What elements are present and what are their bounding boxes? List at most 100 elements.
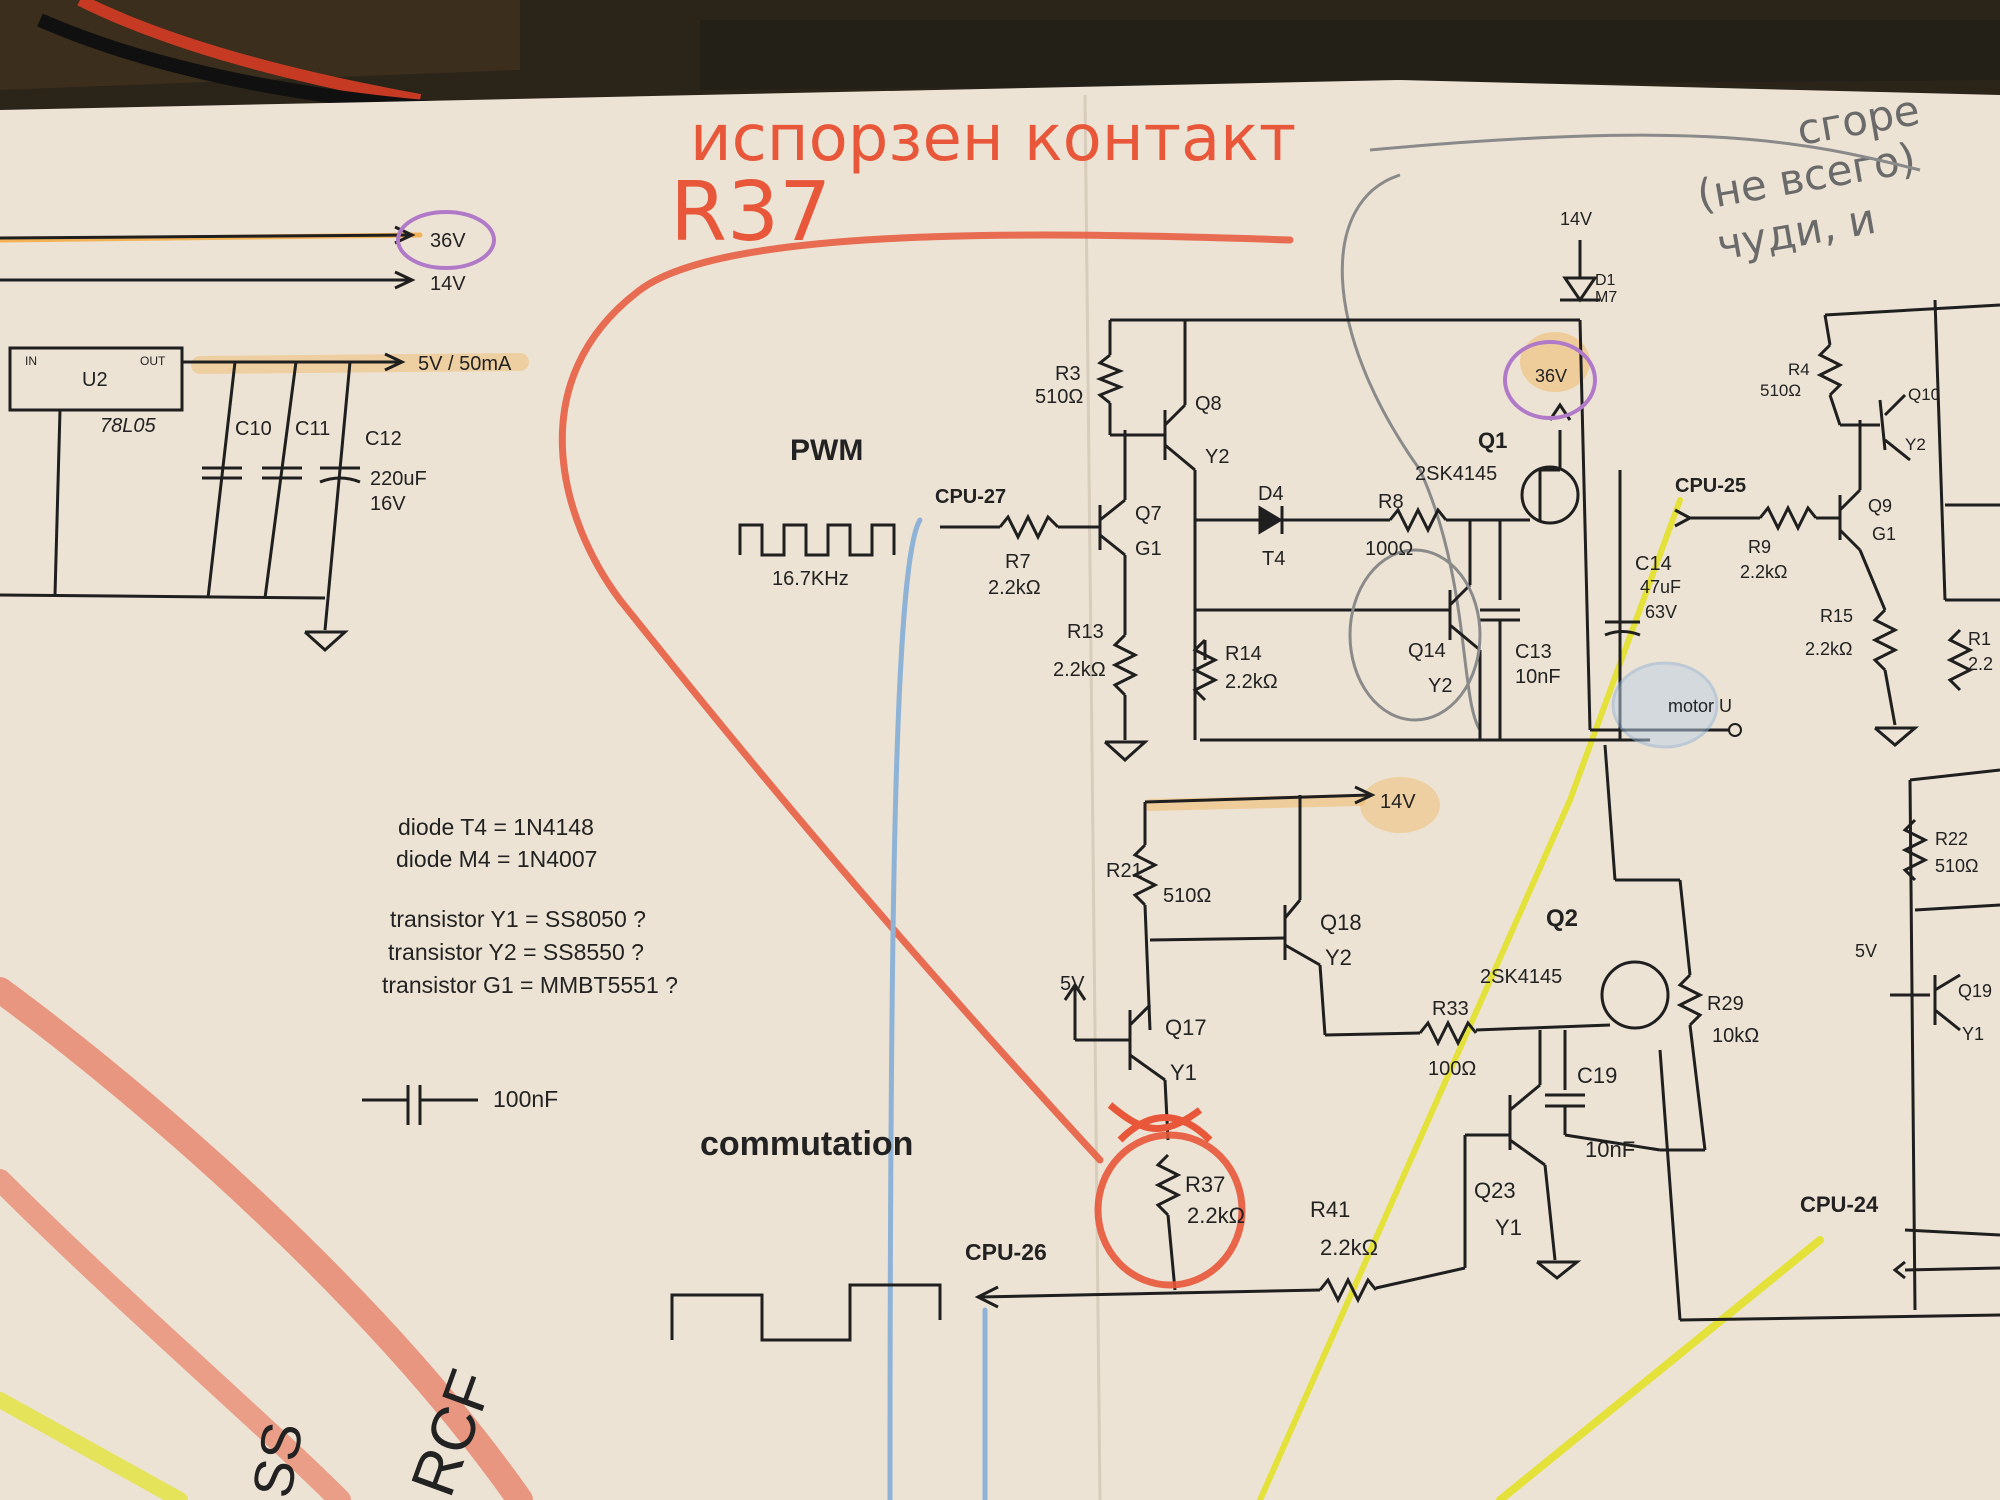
r3-label: R3 [1055, 363, 1081, 385]
r3-value: 510Ω [1035, 386, 1083, 408]
q17-label: Q17 [1165, 1015, 1207, 1040]
q1-part: 2SK4145 [1415, 463, 1497, 485]
r13-label: R13 [1067, 621, 1104, 643]
commutation-title: commutation [700, 1125, 913, 1163]
u2-in-pin: IN [25, 354, 37, 368]
q10-label: Q10 [1908, 385, 1940, 404]
q23-label: Q23 [1474, 1178, 1516, 1203]
c13-value: 10nF [1515, 666, 1561, 688]
c13-label: C13 [1515, 641, 1552, 663]
r41-value: 2.2kΩ [1320, 1235, 1378, 1260]
note-transistor-y1: transistor Y1 = SS8050 ? [390, 906, 646, 932]
r22-value: 510Ω [1935, 856, 1979, 876]
r21-value: 510Ω [1163, 885, 1211, 907]
red-circle-r37 [1094, 1131, 1246, 1289]
u2-label: U2 [82, 369, 108, 391]
cpu27-label: CPU-27 [935, 486, 1006, 508]
orange-14v-commutation [1144, 794, 1366, 811]
r29-label: R29 [1707, 993, 1744, 1015]
purple-circle-36v-q1 [1503, 340, 1597, 420]
paper-sheet [0, 80, 2000, 1500]
regulator-u2-box [8, 346, 184, 412]
red-wire [77, 0, 422, 106]
q2-part: 2SK4145 [1480, 966, 1562, 988]
r33-value: 100Ω [1428, 1058, 1476, 1080]
cap-legend-symbol [362, 1085, 478, 1125]
r8-label: R8 [1378, 491, 1404, 513]
q7-type: G1 [1135, 538, 1162, 560]
note-diode-t4: diode T4 = 1N4148 [398, 814, 594, 840]
q14-type: Y2 [1428, 675, 1452, 697]
rail-5v-label: 5V / 50mA [418, 353, 512, 375]
d4-label: D4 [1258, 483, 1284, 505]
red-pencil-margin-stroke [0, 977, 533, 1500]
q2-label: Q2 [1546, 905, 1578, 932]
note-transistor-g1: transistor G1 = MMBT5551 ? [382, 972, 678, 998]
pencil-curve-gray-2 [1340, 173, 1482, 731]
c10-label: C10 [235, 418, 272, 440]
c14-label: C14 [1635, 553, 1672, 575]
red-cross-r37 [1107, 1102, 1213, 1143]
margin-fragment-ss: SS [240, 1418, 315, 1500]
commutation-wires [974, 744, 2000, 1322]
yellow-pencil-margin [0, 1392, 188, 1500]
q10-type: Y2 [1905, 435, 1926, 454]
u2-out-pin: OUT [140, 354, 166, 368]
q8-type: Y2 [1205, 446, 1229, 468]
paper-fold [1083, 94, 1102, 1500]
cpu26-label: CPU-26 [965, 1239, 1047, 1265]
r15-value: 2.2kΩ [1805, 639, 1852, 659]
r14-value: 2.2kΩ [1225, 671, 1278, 693]
r7-value: 2.2kΩ [988, 577, 1041, 599]
q7-label: Q7 [1135, 503, 1162, 525]
blue-circle-motor [1611, 661, 1719, 749]
pencil-annotations [0, 231, 1824, 1500]
q9-label: Q9 [1868, 496, 1892, 516]
cap-legend-value: 100nF [493, 1086, 558, 1112]
r4-value: 510Ω [1760, 381, 1801, 400]
d1-label: D1 [1595, 272, 1616, 289]
yellow-pencil-trace [1257, 497, 1683, 1500]
purple-circle-36v [396, 210, 496, 270]
r16-label-partial: R1 [1968, 629, 1991, 649]
q2-mosfet-symbol [1600, 960, 1670, 1030]
yellow-pencil-trace-2 [1496, 1236, 1824, 1500]
red-pencil-route [558, 231, 1294, 1164]
motor-u-label: motor U [1668, 696, 1732, 716]
r7-label: R7 [1005, 551, 1031, 573]
pwm-title: PWM [790, 434, 863, 467]
cpu25-label: CPU-25 [1675, 475, 1746, 497]
rail-36v-q1: 36V [1535, 366, 1567, 386]
orange-14v-blob-2 [1360, 777, 1440, 833]
power-section [0, 225, 416, 653]
r29-value: 10kΩ [1712, 1025, 1759, 1047]
c12-value: 220uF [370, 468, 427, 490]
c19-label: C19 [1577, 1063, 1617, 1088]
q1-mosfet-symbol [1520, 465, 1580, 525]
r41-label: R41 [1310, 1197, 1350, 1222]
r8-value: 100Ω [1365, 538, 1413, 560]
dark-background-top [700, 20, 2000, 90]
motor-u-terminal [1728, 723, 1742, 737]
cpu24-label: CPU-24 [1800, 1192, 1879, 1217]
r9-value: 2.2kΩ [1740, 562, 1787, 582]
c14-voltage: 63V [1645, 602, 1677, 622]
r4-label: R4 [1788, 360, 1810, 379]
r9-label: R9 [1748, 537, 1771, 557]
c14-value: 47uF [1640, 577, 1681, 597]
q9-type: G1 [1872, 524, 1896, 544]
component-notes: diode T4 = 1N4148 diode M4 = 1N4007 tran… [382, 814, 678, 998]
q8-label: Q8 [1195, 393, 1222, 415]
r33-label: R33 [1432, 998, 1469, 1020]
r22-label: R22 [1935, 829, 1968, 849]
rail-5v-q19: 5V [1855, 941, 1877, 961]
q23-type: Y1 [1495, 1215, 1522, 1240]
u2-part: 78L05 [100, 415, 156, 437]
q19-label-partial: Q19 [1958, 981, 1992, 1001]
q19-type-partial: Y1 [1962, 1024, 1984, 1044]
r21-label: R21 [1106, 860, 1143, 882]
r15-label: R15 [1820, 606, 1853, 626]
c12-label: C12 [365, 428, 402, 450]
